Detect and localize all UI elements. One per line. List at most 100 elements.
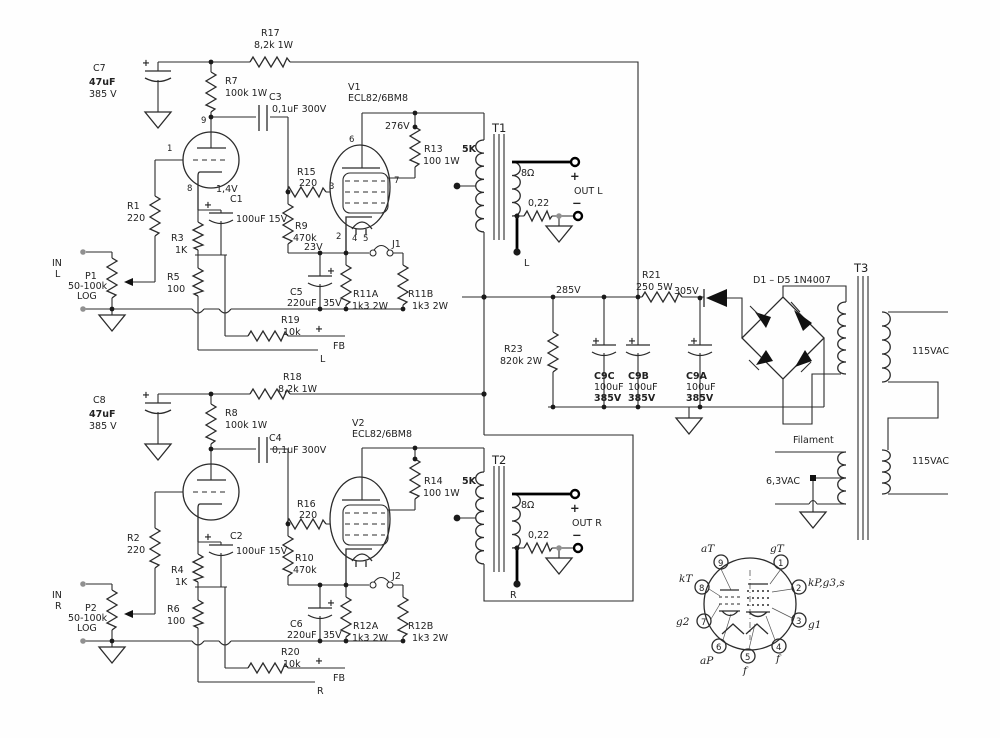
label-r5-value: 100 xyxy=(167,284,185,295)
label-r6: R6 xyxy=(167,604,180,615)
upper-channel-wires xyxy=(80,56,639,351)
label-input-channel: L xyxy=(55,269,61,280)
pin-label-6: 6 xyxy=(349,135,354,145)
pin-label-1: 1 xyxy=(167,144,172,154)
c9b-polarity-icon: + xyxy=(628,336,636,347)
label-r16-value: 220 xyxy=(299,510,317,521)
label-t1-primary: 5K xyxy=(462,144,477,155)
label-c6-value: 220uF xyxy=(287,630,317,641)
label-r23: R23 xyxy=(504,344,523,355)
label-r12a-value: 1k3 2W xyxy=(352,633,389,644)
label-out-r-net: R xyxy=(510,590,517,601)
label-c1-value: 100uF 15V xyxy=(236,214,288,225)
label-p1-value: 50-100k xyxy=(68,281,108,292)
label-r15-value: 220 xyxy=(299,178,317,189)
label-p1: P1 xyxy=(85,271,97,282)
label-post-voltage: 305V xyxy=(674,286,699,297)
pinout-pin-9: 9 xyxy=(718,559,723,569)
label-fb-r: FB xyxy=(333,673,345,684)
pinout-pin-3: 3 xyxy=(796,617,801,627)
label-c8: C8 xyxy=(93,395,106,406)
c8-polarity-icon: + xyxy=(142,390,150,401)
label-c2: C2 xyxy=(230,531,243,542)
label-r2: R2 xyxy=(127,533,140,544)
c7-polarity-icon: + xyxy=(142,58,150,69)
power-supply-wires xyxy=(462,285,847,435)
pinout-label-kp-g3-s: kP,g3,s xyxy=(808,577,845,589)
label-t2-secondary: 8Ω xyxy=(521,500,534,511)
label-p1-taper: LOG xyxy=(77,291,97,302)
out-plus-icon: + xyxy=(570,169,580,183)
label-r5: R5 xyxy=(167,272,180,283)
label-secondary-1: 115VAC xyxy=(912,346,949,357)
lower-channel-wires xyxy=(80,297,634,683)
label-fb-net: L xyxy=(320,354,326,365)
pin-label-2: 2 xyxy=(336,232,341,242)
label-secondary-2: 115VAC xyxy=(912,456,949,467)
label-anode-voltage: 276V xyxy=(385,121,410,132)
label-r10-value: 470k xyxy=(293,565,317,576)
label-bias-voltage: 1,4V xyxy=(216,184,238,195)
pinout-label-f-right: f xyxy=(775,653,782,665)
label-r21: R21 xyxy=(642,270,661,281)
label-v2-type: ECL82/6BM8 xyxy=(352,429,412,440)
label-r4-value: 1K xyxy=(175,577,188,588)
pinout-label-at: aT xyxy=(701,543,715,555)
label-c9c-value: 100uF xyxy=(594,382,624,393)
label-c3-value: 0,1uF 300V xyxy=(272,104,327,115)
c9a-polarity-icon: + xyxy=(690,336,698,347)
out-minus-icon: − xyxy=(572,196,582,210)
label-r15: R15 xyxy=(297,167,316,178)
label-zobel-r: 0,22 xyxy=(528,530,549,541)
label-r16: R16 xyxy=(297,499,316,510)
label-r9-value: 470k xyxy=(293,233,317,244)
label-r20: R20 xyxy=(281,647,300,658)
label-r19-value: 10k xyxy=(283,327,301,338)
c9c-polarity-icon: + xyxy=(592,336,600,347)
label-c9b-value: 100uF xyxy=(628,382,658,393)
pinout-pin-7: 7 xyxy=(701,618,706,628)
label-out-r: OUT R xyxy=(572,518,602,529)
out-r-minus-icon: − xyxy=(572,528,582,542)
label-c4-value: 0,1uF 300V xyxy=(272,445,327,456)
label-r23-value: 820k 2W xyxy=(500,356,543,367)
label-r3: R3 xyxy=(171,233,184,244)
label-filament-voltage: 6,3VAC xyxy=(766,476,800,487)
label-p2-taper: LOG xyxy=(77,623,97,634)
tube-pinout-diagram: 9 1 8 2 7 3 6 4 5 aT gT kT kP,g3,s g2 g1… xyxy=(676,543,845,677)
label-c8-voltage: 385 V xyxy=(89,421,117,432)
label-c2-value: 100uF 15V xyxy=(236,546,288,557)
pinout-label-f-bottom: f xyxy=(742,665,749,677)
c6-polarity-icon: + xyxy=(327,598,335,609)
c2-polarity-icon: + xyxy=(204,532,212,543)
label-p2: P2 xyxy=(85,603,97,614)
fb-r-plus-icon: + xyxy=(315,656,323,667)
pinout-label-g1: g1 xyxy=(808,619,821,631)
label-c9b: C9B xyxy=(628,371,649,382)
label-cathode-voltage: 23V xyxy=(304,242,323,253)
label-r14-value: 100 1W xyxy=(423,488,460,499)
pin-label-5: 5 xyxy=(363,234,368,244)
label-c5: C5 xyxy=(290,287,303,298)
label-r8: R8 xyxy=(225,408,238,419)
label-c7-value: 47uF xyxy=(89,77,115,88)
label-diodes: D1 – D5 1N4007 xyxy=(753,275,831,286)
c5-polarity-icon: + xyxy=(327,266,335,277)
pin-label-4: 4 xyxy=(352,234,357,244)
label-c6-voltage: 35V xyxy=(323,630,342,641)
label-r12b: R12B xyxy=(408,621,433,632)
label-j2: J2 xyxy=(391,571,401,582)
label-r2-value: 220 xyxy=(127,545,145,556)
power-supply-labels: 285V R23 820k 2W R21 250 5W 305V D1 – D5… xyxy=(500,270,831,404)
label-r21-value: 250 5W xyxy=(636,282,673,293)
label-r12a: R12A xyxy=(353,621,379,632)
pinout-pin-1: 1 xyxy=(778,559,783,569)
pinout-pin-2: 2 xyxy=(796,584,801,594)
pin-label-8: 8 xyxy=(187,184,192,194)
label-filament: Filament xyxy=(793,435,834,446)
label-r11a: R11A xyxy=(353,289,379,300)
label-t1: T1 xyxy=(491,121,506,135)
fb-plus-icon: + xyxy=(315,324,323,335)
label-t3: T3 xyxy=(853,261,868,275)
